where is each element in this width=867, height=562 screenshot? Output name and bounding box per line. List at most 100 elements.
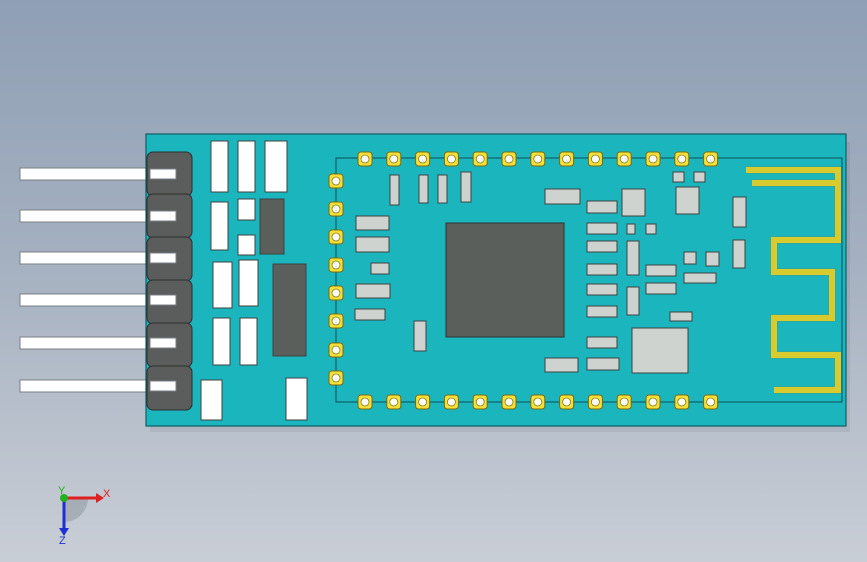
castellated-pad	[530, 151, 546, 167]
orientation-triad: X Y Z	[58, 485, 111, 547]
smd-component	[460, 171, 472, 203]
smd-component	[586, 200, 618, 214]
header-pin-stub	[149, 168, 177, 180]
z-axis-label: Z	[59, 535, 66, 547]
smd-component	[645, 282, 677, 295]
castellated-pad	[386, 394, 402, 410]
pin-header-housing	[146, 151, 193, 411]
castellated-pad	[328, 201, 344, 217]
passive-component	[237, 234, 256, 256]
smd-component	[675, 186, 700, 215]
smd-component	[544, 357, 579, 373]
passive-component	[285, 377, 308, 421]
smd-component	[732, 239, 746, 269]
smd-component	[355, 215, 390, 231]
header-pin-stub	[149, 337, 177, 349]
castellated-pad	[674, 394, 690, 410]
smd-component	[683, 272, 717, 284]
left-components	[200, 140, 308, 421]
smd-component	[626, 223, 636, 235]
castellated-pad	[415, 151, 431, 167]
smd-component	[621, 188, 646, 217]
y-axis-origin	[60, 494, 68, 502]
smd-component	[626, 286, 640, 316]
y-axis-label: Y	[58, 485, 66, 497]
castellated-pads	[328, 151, 719, 410]
castellated-pad	[328, 229, 344, 245]
castellated-pad	[443, 394, 459, 410]
main-ic-chip[interactable]	[445, 222, 565, 338]
smd-components	[354, 171, 747, 374]
castellated-pad	[559, 151, 575, 167]
castellated-pad	[328, 285, 344, 301]
smd-component	[631, 327, 689, 374]
castellated-pad	[703, 151, 719, 167]
castellated-pad	[616, 394, 632, 410]
smd-component	[586, 283, 618, 296]
smd-component	[705, 251, 720, 267]
castellated-pad	[328, 370, 344, 386]
smd-component	[586, 357, 620, 371]
castellated-pad	[386, 151, 402, 167]
passive-component	[239, 317, 258, 366]
smd-component	[645, 264, 677, 277]
smd-component	[355, 283, 391, 299]
castellated-pad	[443, 151, 459, 167]
passive-component	[264, 140, 288, 193]
header-pin-stub	[149, 294, 177, 306]
castellated-pad	[703, 394, 719, 410]
header-pin-stub	[149, 210, 177, 222]
pcb-antenna-outline	[746, 166, 842, 394]
z-axis-head	[59, 528, 69, 536]
dark-component	[272, 263, 307, 357]
castellated-pad	[472, 394, 488, 410]
passive-component	[238, 259, 259, 307]
passive-component	[200, 379, 223, 421]
smd-component	[586, 263, 618, 276]
smd-component	[544, 188, 581, 205]
castellated-pad	[328, 173, 344, 189]
castellated-pad	[415, 394, 431, 410]
castellated-pad	[357, 394, 373, 410]
header-pin-stub	[149, 252, 177, 264]
passive-component	[237, 140, 256, 193]
castellated-pad	[674, 151, 690, 167]
x-axis-label: X	[103, 488, 111, 500]
castellated-pad	[616, 151, 632, 167]
castellated-pad	[587, 151, 603, 167]
smd-component	[693, 171, 706, 183]
castellated-pad	[645, 394, 661, 410]
smd-component	[626, 240, 640, 276]
pcb-antenna-trace	[746, 167, 841, 393]
passive-component	[212, 317, 231, 366]
dark-component	[259, 198, 285, 255]
smd-component	[586, 222, 618, 235]
castellated-pad	[328, 257, 344, 273]
passive-component	[212, 261, 233, 309]
smd-component	[586, 305, 618, 318]
castellated-pad	[501, 394, 517, 410]
passive-component	[210, 201, 229, 251]
smd-component	[437, 174, 448, 204]
smd-component	[355, 236, 390, 253]
smd-component	[586, 240, 618, 253]
x-axis-head	[96, 493, 104, 503]
castellated-pad	[357, 151, 373, 167]
castellated-pad	[645, 151, 661, 167]
castellated-pad	[587, 394, 603, 410]
castellated-pad	[328, 342, 344, 358]
castellated-pad	[328, 313, 344, 329]
smd-component	[354, 308, 386, 321]
triad-shadow	[64, 498, 88, 522]
castellated-pad	[472, 151, 488, 167]
header-pin-stub	[149, 380, 177, 392]
passive-component	[237, 198, 256, 221]
smd-component	[418, 174, 429, 204]
smd-component	[645, 223, 657, 235]
smd-component	[413, 320, 427, 352]
smd-component	[672, 171, 685, 183]
smd-component	[389, 174, 400, 206]
smd-component	[683, 251, 697, 265]
smd-component	[732, 196, 747, 228]
